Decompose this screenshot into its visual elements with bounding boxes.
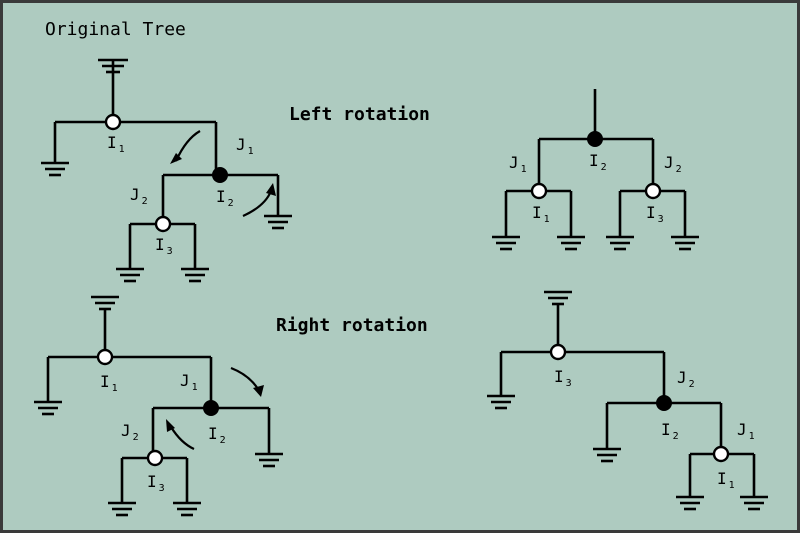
ground-symbol [173, 501, 201, 517]
rotation-arrow [242, 183, 276, 218]
filled-node-i2 [203, 400, 219, 416]
open-node-i1 [104, 113, 122, 131]
ground-symbol [557, 235, 585, 251]
rotation-arrow [170, 130, 201, 164]
open-node-i3 [644, 182, 662, 200]
diagram-title: Original Tree [45, 19, 186, 40]
filled-node-i2 [656, 395, 672, 411]
rotation-arrow [230, 366, 264, 397]
ground-symbol [264, 214, 292, 230]
ground-symbol [116, 267, 144, 283]
ground-symbol [606, 235, 634, 251]
filled-node-i2 [587, 131, 603, 147]
ground-symbol [487, 394, 515, 410]
open-node-i1 [96, 348, 114, 366]
left-rotation-heading: Left rotation [289, 104, 430, 125]
ground-symbol [181, 267, 209, 283]
rotation-arrow [166, 419, 195, 450]
filled-node-i2 [212, 167, 228, 183]
tree-rotation-diagram: Original Tree Left rotation Right rotati… [34, 19, 768, 517]
ground-symbol [41, 161, 69, 177]
ground-symbol [255, 452, 283, 468]
open-node-i1 [712, 445, 730, 463]
right-rotation-heading: Right rotation [276, 315, 428, 336]
ground-symbol [108, 501, 136, 517]
ground-symbol [544, 290, 572, 306]
ground-symbol [740, 495, 768, 511]
open-node-i3 [154, 215, 172, 233]
open-node-i3 [549, 343, 567, 361]
open-node-i3 [146, 449, 164, 467]
ground-symbol [676, 495, 704, 511]
open-node-i1 [530, 182, 548, 200]
ground-symbol [91, 295, 119, 311]
ground-symbol [492, 235, 520, 251]
ground-symbol [671, 235, 699, 251]
ground-symbol [593, 447, 621, 463]
ground-symbol [34, 400, 62, 416]
